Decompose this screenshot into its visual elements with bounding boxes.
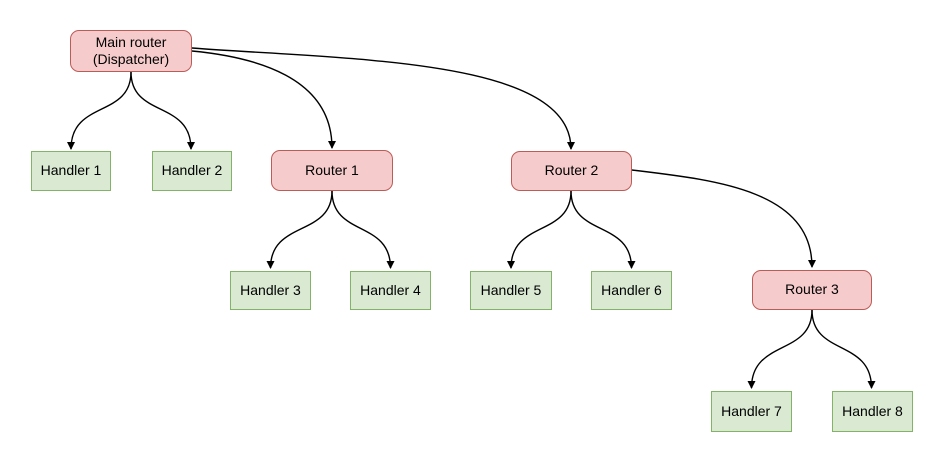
node-router-1: Router 1 <box>271 150 393 191</box>
node-handler-6: Handler 6 <box>591 271 672 310</box>
edge-router2-to-handler6 <box>570 190 636 269</box>
node-handler-8: Handler 8 <box>832 391 913 432</box>
node-handler-7: Handler 7 <box>711 391 792 432</box>
node-main-router: Main router (Dispatcher) <box>70 30 192 72</box>
node-handler-4: Handler 4 <box>350 271 431 310</box>
edge-router1-to-handler3 <box>266 190 333 269</box>
node-handler-2: Handler 2 <box>152 151 232 191</box>
edge-router3-to-handler8 <box>811 309 876 389</box>
edge-router2-to-handler5 <box>507 190 572 269</box>
edge-router3-to-handler7 <box>747 309 813 389</box>
edge-router2-to-router3 <box>631 169 816 268</box>
edge-main-to-router1 <box>191 50 336 149</box>
node-handler-1: Handler 1 <box>31 151 111 191</box>
edge-main-to-router2 <box>191 47 575 150</box>
node-handler-3: Handler 3 <box>230 271 311 310</box>
edge-router1-to-handler4 <box>331 190 395 269</box>
edge-main-to-handler2 <box>130 71 195 150</box>
edge-main-to-handler1 <box>67 71 132 150</box>
node-router-2: Router 2 <box>511 151 632 191</box>
node-handler-5: Handler 5 <box>470 271 552 310</box>
node-router-3: Router 3 <box>752 270 872 310</box>
